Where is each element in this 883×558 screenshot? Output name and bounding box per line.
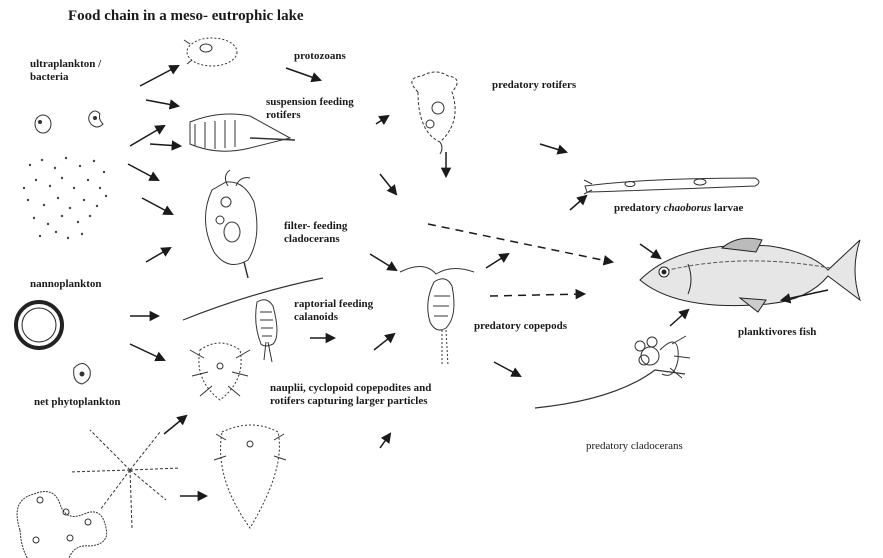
label-suspension-rotifers: suspension feeding rotifers xyxy=(266,96,354,122)
arrow-ultra-to-rotifers xyxy=(146,100,178,106)
label-ultraplankton: ultraplankton / bacteria xyxy=(30,58,101,84)
nauplius-illustration xyxy=(190,343,250,400)
label-filter-line1: filter- feeding xyxy=(284,220,347,233)
label-raptorial-line2: calanoids xyxy=(294,311,373,324)
arrow-protozoans-to-predrotifers xyxy=(286,68,320,80)
arrow-a4 xyxy=(142,198,172,214)
arrow-daphnia-to-copepods xyxy=(370,254,396,270)
label-suspension-line1: suspension feeding xyxy=(266,96,354,109)
daphnia-illustration xyxy=(205,170,256,278)
filamentous-colony-illustration xyxy=(17,492,107,558)
label-filter-cladocerans: filter- feeding cladocerans xyxy=(284,220,347,246)
label-raptorial-calanoids: raptorial feeding calanoids xyxy=(294,298,373,324)
arrow-copepods-to-predclad xyxy=(494,362,520,376)
predatory-rotifer-illustration xyxy=(412,72,457,154)
arrow-chaoborus-to-fish xyxy=(640,244,660,258)
label-chaoborus: predatory chaoborus larvae xyxy=(614,202,743,215)
protozoan-illustration xyxy=(184,38,237,66)
label-chaoborus-post: larvae xyxy=(711,202,743,214)
arrow-a3 xyxy=(128,164,158,180)
label-ultraplankton-line2: bacteria xyxy=(30,71,101,84)
predatory-cladoceran-illustration xyxy=(535,336,690,408)
arrow-star-to-nauplii xyxy=(164,416,186,434)
label-ultraplankton-line1: ultraplankton / xyxy=(30,58,101,71)
arrow-predclad-to-fish xyxy=(670,310,688,326)
arrow-predrotifers-to-chaoborus xyxy=(540,144,566,152)
label-filter-line2: cladocerans xyxy=(284,233,347,246)
label-nauplii-line2: rotifers capturing larger particles xyxy=(270,395,431,408)
label-protozoans: protozoans xyxy=(294,50,346,63)
arrow-nauplii-to-copepods xyxy=(374,334,394,350)
bacteria-illustration xyxy=(35,111,103,133)
arrow-net-to-nauplii xyxy=(130,344,164,360)
arrow-nanno-to-daphnia xyxy=(146,248,170,262)
net-phytoplankton-cell-illustration xyxy=(74,363,91,384)
arrow-rotifers-to-copepods xyxy=(380,174,396,194)
arrow-rotifers-to-predrotifers xyxy=(376,116,388,124)
label-raptorial-line1: raptorial feeding xyxy=(294,298,373,311)
arrow-chaoborus-up xyxy=(570,196,586,210)
label-predatory-cladocerans: predatory cladocerans xyxy=(586,440,683,453)
label-suspension-line2: rotifers xyxy=(266,109,354,122)
ultraplankton-dots-illustration xyxy=(23,157,107,239)
arrow-copepodite-to-copepods xyxy=(380,434,390,448)
copepodite-illustration xyxy=(214,425,286,528)
label-nannoplankton: nannoplankton xyxy=(30,278,102,291)
arrow-a1 xyxy=(130,126,164,146)
fish-illustration xyxy=(640,238,860,312)
arrow-a2 xyxy=(150,144,180,146)
nannoplankton-cell-illustration xyxy=(16,302,62,348)
label-nauplii: nauplii, cyclopoid copepodites and rotif… xyxy=(270,382,431,408)
label-predatory-rotifers: predatory rotifers xyxy=(492,79,576,92)
dashed-arrow-middle xyxy=(490,294,584,296)
label-planktivores-fish: planktivores fish xyxy=(738,326,816,339)
label-predatory-copepods: predatory copepods xyxy=(474,320,567,333)
dashed-arrow-upper xyxy=(428,224,612,262)
arrow-ultra-to-protozoans xyxy=(140,66,178,86)
dashed-arrows xyxy=(428,224,612,296)
label-chaoborus-pre: predatory xyxy=(614,202,664,214)
arrow-copepods-to-chaoborus xyxy=(486,254,508,268)
diagram-title: Food chain in a meso- eutrophic lake xyxy=(68,8,304,25)
label-nauplii-line1: nauplii, cyclopoid copepodites and xyxy=(270,382,431,395)
label-chaoborus-italic: chaoborus xyxy=(664,202,712,214)
label-net-phytoplankton: net phytoplankton xyxy=(34,396,121,409)
predatory-copepod-illustration xyxy=(400,266,474,366)
chaoborus-illustration xyxy=(584,178,759,194)
